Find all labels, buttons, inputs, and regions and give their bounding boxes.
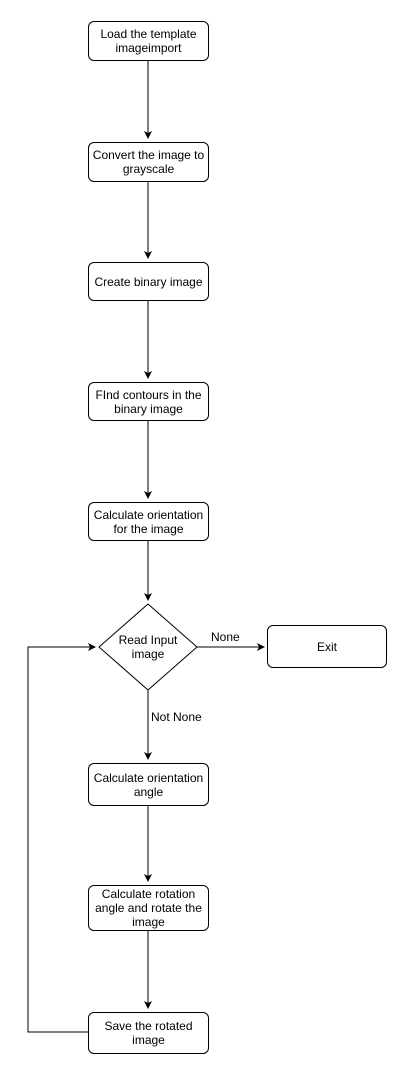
node-save-rotated: Save the rotated image [88,1012,209,1054]
node-exit: Exit [267,625,387,668]
node-rotation-label: Calculate rotation angle and rotate the … [95,887,202,929]
node-convert-grayscale: Convert the image to grayscale [88,142,209,182]
node-load-template: Load the template imageimport [88,21,209,61]
node-calculate-orientation-label: Calculate orientation for the image [93,507,204,536]
node-convert-grayscale-label: Convert the image to grayscale [92,148,205,176]
node-calculate-orientation: Calculate orientation for the image [88,502,209,541]
node-create-binary-label: Create binary image [94,274,203,289]
node-orientation-angle-label: Calculate orientation angle [93,770,204,799]
node-create-binary: Create binary image [88,262,209,301]
edge-label-not-none: Not None [151,710,202,724]
node-save-rotated-label: Save the rotated image [104,1019,193,1047]
read-input-label: Read Input image [118,633,178,661]
node-find-contours: FInd contours in the binary image [88,382,209,421]
edge-label-none: None [211,630,240,644]
node-orientation-angle: Calculate orientation angle [88,763,209,806]
edge-save-loop-back [27,643,96,1033]
node-load-template-label: Load the template imageimport [100,27,197,55]
node-exit-label: Exit [316,639,337,654]
node-rotation: Calculate rotation angle and rotate the … [88,885,209,931]
node-find-contours-label: FInd contours in the binary image [95,387,202,416]
